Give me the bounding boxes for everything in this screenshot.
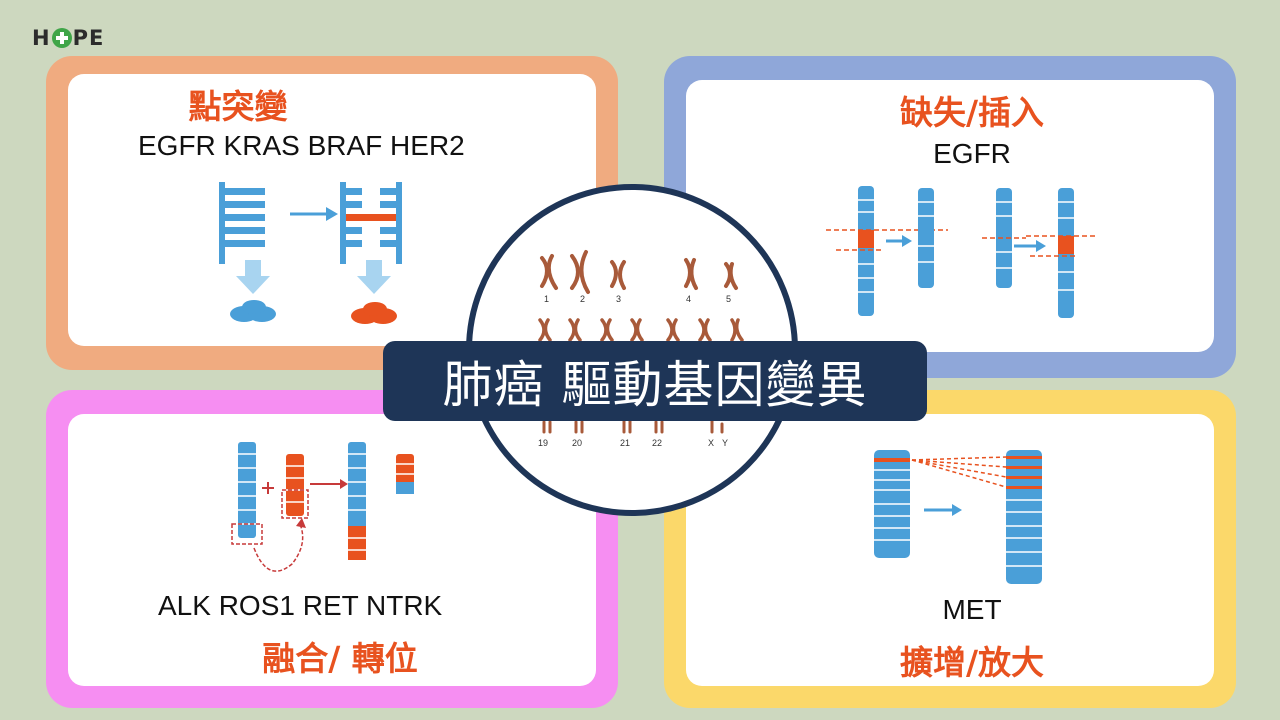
label-2: 2 bbox=[580, 294, 585, 304]
amplification-heading: 擴增/放大 bbox=[899, 643, 1045, 682]
chromosome-amplified-icon bbox=[1006, 450, 1042, 584]
karyotype-image: 1 2 3 4 5 19 20 21 22 X Y bbox=[538, 250, 744, 448]
plus-sign bbox=[262, 482, 274, 494]
chromosome-b-icon bbox=[286, 454, 304, 516]
fusion-heading: 融合/ 轉位 bbox=[262, 639, 418, 678]
chromosome-row-3 bbox=[542, 418, 724, 434]
fusion-genes: ALK ROS1 RET NTRK bbox=[158, 590, 443, 621]
amplification-panel: MET 擴增/放大 bbox=[664, 390, 1236, 708]
chromosome-deletion-after-icon bbox=[918, 188, 934, 288]
label-20: 20 bbox=[572, 438, 582, 448]
deletion-insertion-genes: EGFR bbox=[933, 138, 1011, 169]
point-mutation-card: 點突變 EGFR KRAS BRAF HER2 bbox=[68, 74, 596, 346]
chromosome-row-1 bbox=[540, 250, 738, 294]
label-21: 21 bbox=[620, 438, 630, 448]
karyotype-row-3-labels: 19 20 21 22 X Y bbox=[538, 438, 728, 448]
title-banner: 肺癌 驅動基因變異 bbox=[383, 341, 927, 421]
chromosome-a-icon bbox=[238, 442, 256, 538]
arrow-right-icon bbox=[1014, 240, 1046, 252]
label-y: Y bbox=[722, 438, 728, 448]
hope-logo: H PE bbox=[32, 26, 104, 50]
label-4: 4 bbox=[686, 294, 691, 304]
medical-cross-icon bbox=[51, 28, 72, 48]
chromosome-row-2 bbox=[538, 318, 744, 342]
protein-mutant-icon bbox=[351, 302, 397, 324]
chromosome-fused-icon bbox=[348, 442, 366, 560]
fusion-translocation-diagram bbox=[231, 442, 414, 572]
arrow-right-icon bbox=[290, 207, 338, 221]
label-1: 1 bbox=[544, 294, 549, 304]
amplification-dashed-lines bbox=[911, 456, 1007, 488]
dna-mutation-diagram bbox=[219, 182, 402, 324]
protein-normal-icon bbox=[230, 300, 276, 322]
label-x: X bbox=[708, 438, 714, 448]
arrow-right-icon bbox=[886, 235, 912, 247]
chromosome-insertion-before-icon bbox=[982, 188, 1026, 288]
arrow-right-icon bbox=[310, 479, 348, 489]
dna-ladder-mutated-icon bbox=[340, 182, 402, 264]
amplification-genes: MET bbox=[942, 594, 1002, 625]
point-mutation-heading: 點突變 bbox=[188, 87, 288, 126]
label-22: 22 bbox=[652, 438, 662, 448]
arrow-down-icon bbox=[236, 260, 391, 294]
chromosome-insertion-after-icon bbox=[1026, 188, 1096, 318]
amplification-card: MET 擴增/放大 bbox=[686, 414, 1214, 686]
chromosome-deletion-before-icon bbox=[826, 186, 948, 316]
break-region-a bbox=[231, 523, 263, 545]
page-title: 肺癌 驅動基因變異 bbox=[442, 356, 868, 414]
label-19: 19 bbox=[538, 438, 548, 448]
point-mutation-panel: 點突變 EGFR KRAS BRAF HER2 bbox=[46, 56, 618, 370]
break-region-b bbox=[281, 489, 309, 519]
logo-text-right: PE bbox=[72, 26, 105, 50]
label-3: 3 bbox=[616, 294, 621, 304]
amplification-diagram bbox=[874, 450, 1042, 584]
dna-ladder-normal-icon bbox=[219, 182, 265, 264]
arrow-right-icon bbox=[924, 504, 962, 516]
label-5: 5 bbox=[726, 294, 731, 304]
point-mutation-genes: EGFR KRAS BRAF HER2 bbox=[138, 130, 465, 161]
karyotype-row-1-labels: 1 2 3 4 5 bbox=[544, 294, 731, 304]
deletion-insertion-heading: 缺失/插入 bbox=[899, 93, 1045, 132]
deletion-insertion-diagram bbox=[826, 186, 1096, 318]
curved-arrow-icon bbox=[253, 523, 304, 572]
logo-text-left: H bbox=[32, 26, 51, 50]
